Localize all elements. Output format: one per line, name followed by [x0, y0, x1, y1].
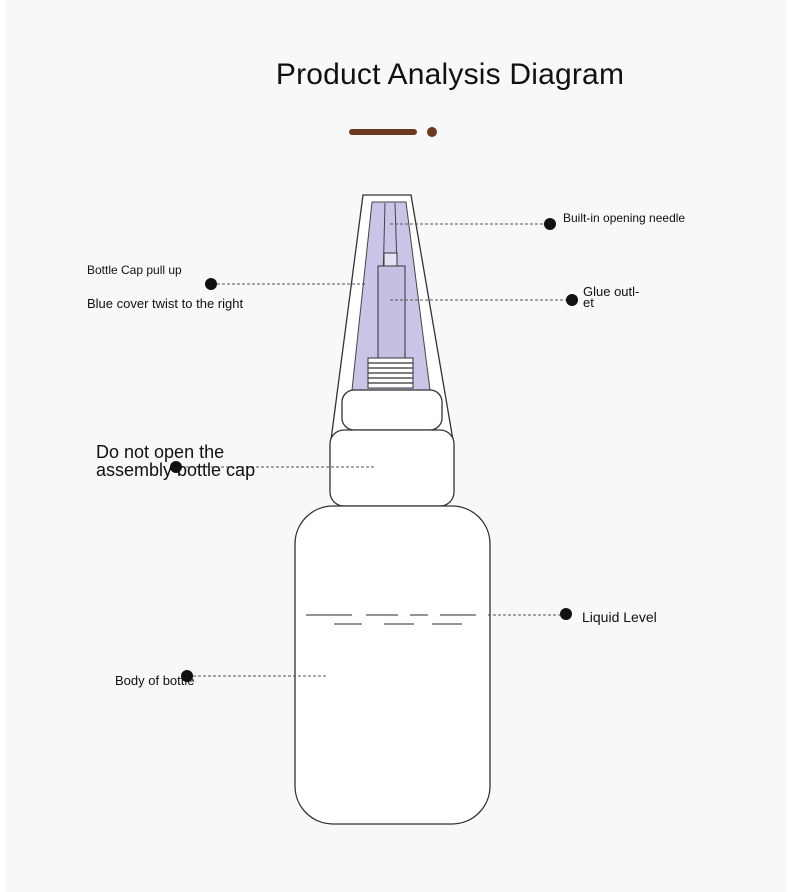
liquid-level-marks: [306, 614, 476, 625]
needle-head: [383, 252, 398, 267]
callout-dot-body: [181, 670, 193, 682]
callout-dot-glue-outlet: [566, 294, 578, 306]
label-glue-outlet: Glue outl- et: [583, 284, 640, 310]
title-accent-dot: [427, 127, 437, 137]
callout-dot-do-not-open: [170, 461, 182, 473]
callout-dot-needle: [544, 218, 556, 230]
page-title: Product Analysis Diagram: [275, 58, 625, 91]
bottle-body: [294, 505, 491, 825]
label-blue-cover: Blue cover twist to the right: [87, 296, 244, 311]
assembly-cap: [329, 429, 455, 507]
title-accent-bar: [349, 129, 417, 135]
callout-dot-cap-pull: [205, 278, 217, 290]
needle-body: [377, 265, 406, 359]
cap-collar: [341, 389, 443, 431]
callout-dot-liquid-level: [560, 608, 572, 620]
label-liquid-level: Liquid Level: [582, 609, 657, 625]
label-cap-pull: Bottle Cap pull up: [87, 263, 182, 277]
label-body: Body of bottle: [115, 673, 195, 688]
thread-lines: [368, 362, 413, 384]
label-needle: Built-in opening needle: [563, 211, 686, 225]
label-do-not-open: Do not open the assembly bottle cap: [96, 442, 256, 480]
leader-lines: [176, 223, 572, 677]
